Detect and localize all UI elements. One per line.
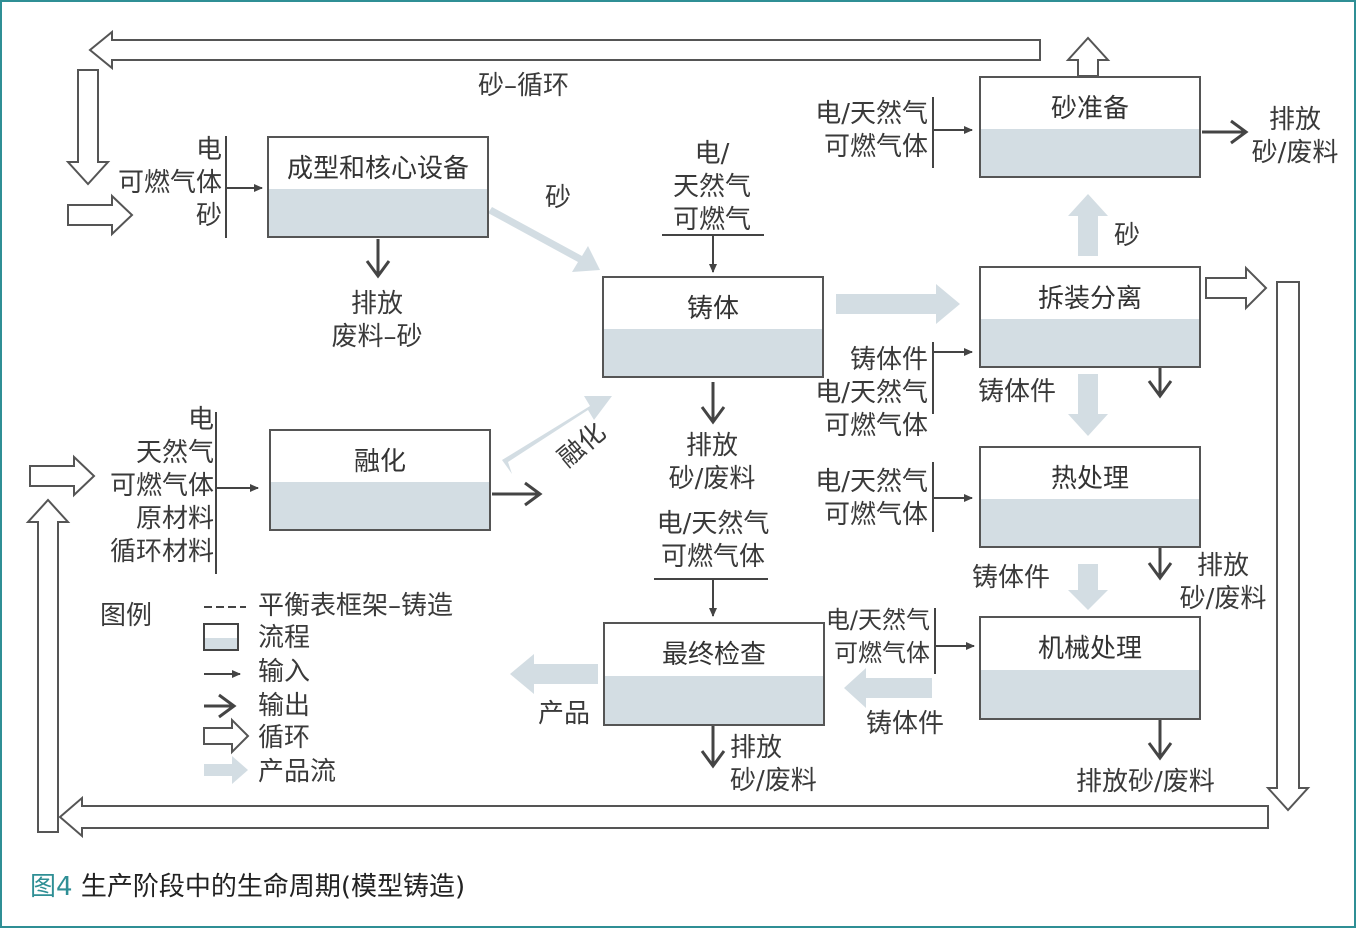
process-shakeout: 拆装分离	[979, 266, 1201, 368]
figure-number: 图4	[30, 872, 73, 902]
sandprep-input-label: 电/天然气可燃气体	[815, 99, 928, 162]
heat-output-label: 排放砂/废料	[1179, 551, 1267, 614]
legend-item-recycle: 循环	[258, 723, 311, 753]
molding-output-label: 排放废料–砂	[331, 289, 423, 352]
sandprep-output-label: 排放砂/废料	[1251, 105, 1339, 168]
figure-caption: 图4 生产阶段中的生命周期(模型铸造)	[30, 870, 465, 904]
castings-label-1: 铸体件	[978, 377, 1057, 407]
process-molding: 成型和核心设备	[267, 136, 489, 238]
product-flow-casting-shakeout	[836, 284, 960, 324]
castings-label-2: 铸体件	[972, 563, 1051, 593]
mach-output-label: 排放砂/废料	[1076, 767, 1215, 797]
product-flow-sand-up	[1068, 194, 1108, 256]
legend-item-productflow: 产品流	[258, 757, 337, 787]
recycle-out-arrow-shakeout	[1205, 265, 1268, 311]
sand-recycle-arrow	[88, 29, 1041, 71]
legend-item-input: 输入	[258, 657, 311, 687]
legend-title: 图例	[100, 601, 153, 631]
final-input-label: 电/天然气可燃气体	[656, 509, 770, 572]
shakeout-input-label: 铸体件电/天然气可燃气体	[815, 345, 928, 441]
process-casting: 铸体	[602, 276, 824, 378]
casting-input-label: 电/天然气可燃气	[672, 139, 751, 235]
product-flow-heat-mach	[1068, 564, 1108, 610]
sand-flow-label: 砂	[545, 183, 572, 213]
recycle-left-up-arrow	[25, 498, 71, 833]
product-flow-shakeout-heat	[1068, 374, 1108, 436]
casting-output-label: 排放砂/废料	[668, 431, 756, 494]
figure-title: 生产阶段中的生命周期(模型铸造)	[80, 872, 466, 902]
legend-item-process: 流程	[258, 623, 311, 653]
product-flow-melt	[502, 396, 612, 474]
process-machining: 机械处理	[979, 616, 1201, 720]
sand-up-label: 砂	[1114, 221, 1141, 251]
melting-input-label: 电天然气可燃气体原材料循环材料	[109, 405, 214, 567]
recycle-bottom-arrow	[58, 795, 1269, 839]
process-melting: 融化	[269, 429, 491, 531]
legend-item-output: 输出	[258, 691, 311, 721]
recycle-up-arrow-sandprep	[1065, 36, 1111, 77]
recycle-down-arrow	[65, 69, 111, 186]
process-heat-treatment: 热处理	[979, 446, 1201, 548]
heat-input-label: 电/天然气可燃气体	[815, 467, 928, 530]
legend-productflow-icon	[204, 756, 248, 784]
castings-left-label: 铸体件	[866, 709, 945, 739]
product-label: 产品	[538, 699, 591, 729]
sand-recycle-label: 砂–循环	[478, 71, 570, 101]
process-sand-prep: 砂准备	[979, 76, 1201, 178]
recycle-in-arrow-melting	[29, 454, 96, 498]
legend-item-frame: 平衡表框架–铸造	[258, 591, 454, 621]
product-flow-sand	[488, 207, 600, 272]
recycle-in-arrow-molding	[67, 193, 134, 237]
mach-input-label: 电/天然气可燃气体	[825, 606, 930, 667]
process-final-inspection: 最终检查	[603, 622, 825, 726]
final-output-label: 排放砂/废料	[730, 733, 817, 796]
legend-recycle-icon	[203, 717, 250, 755]
recycle-right-down-arrow	[1265, 281, 1311, 812]
product-flow-product	[510, 654, 598, 694]
product-flow-mach-final	[844, 668, 932, 708]
molding-input-label: 电可燃气体砂	[117, 135, 222, 231]
